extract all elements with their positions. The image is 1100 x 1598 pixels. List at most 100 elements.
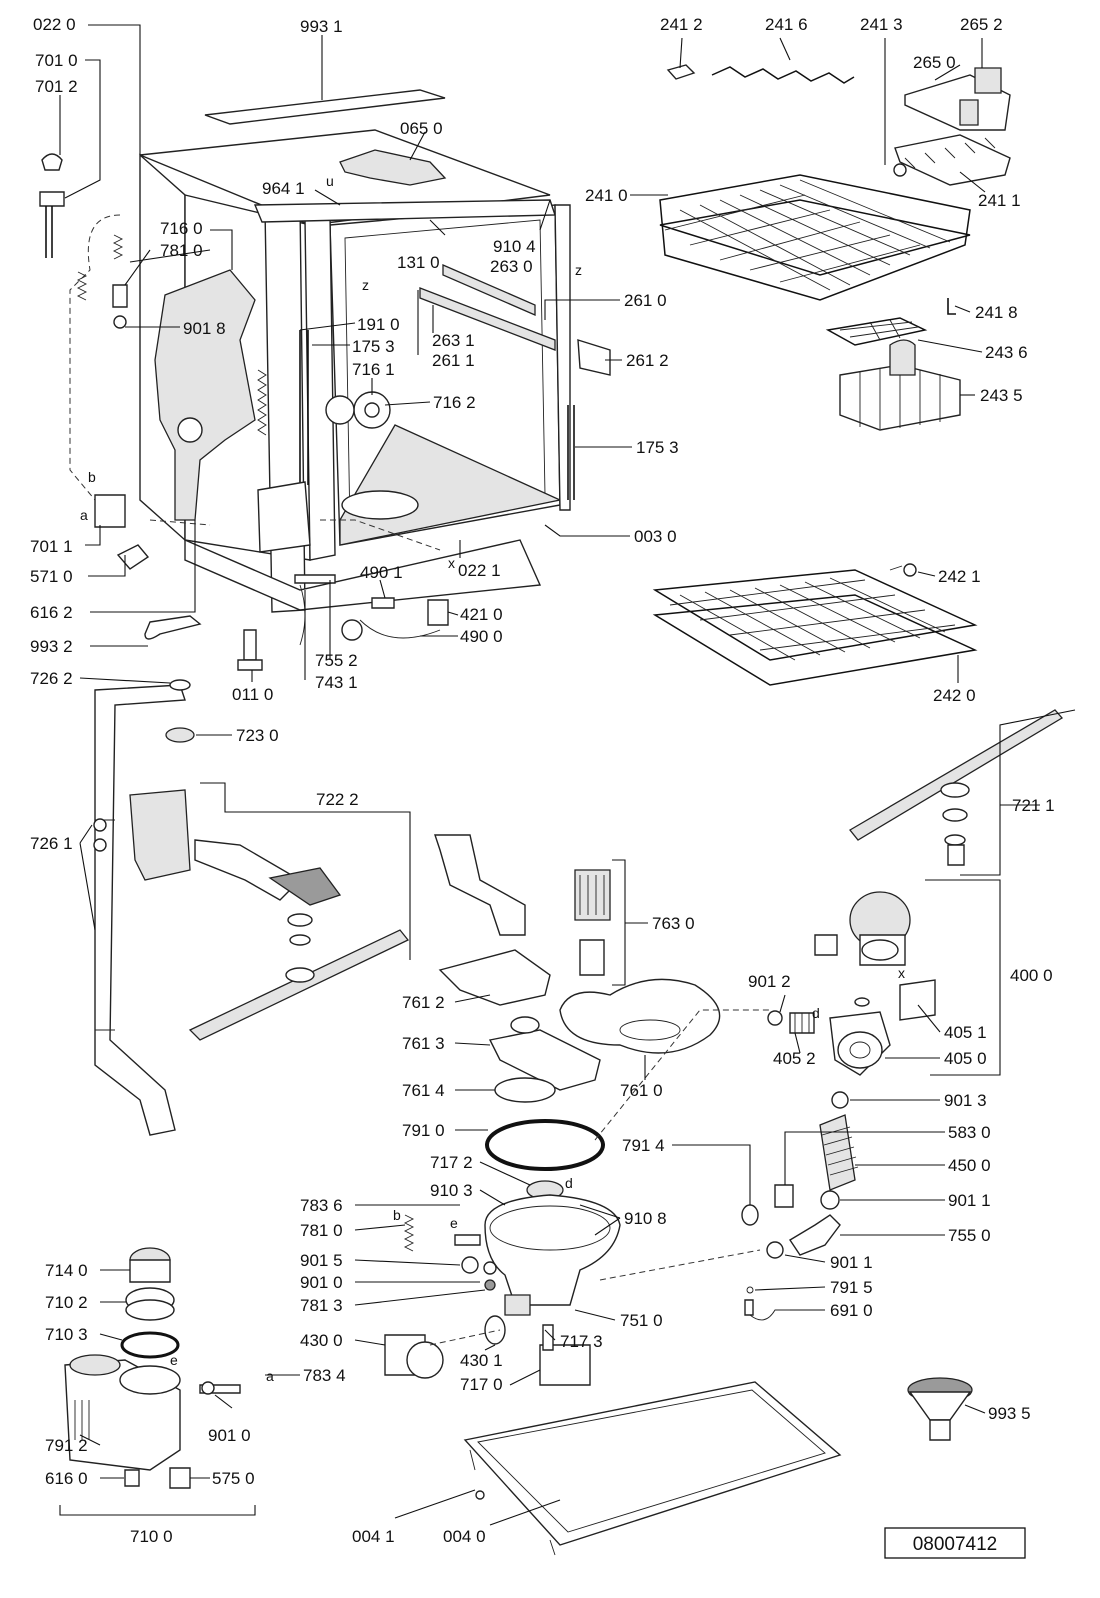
part-label: 241 0 (585, 186, 628, 205)
part-label: 011 0 (232, 685, 273, 704)
connection-letter: x (898, 965, 905, 981)
leader-lines (59, 24, 1076, 1526)
part-label: 616 2 (30, 603, 73, 622)
part-label: 571 0 (30, 567, 73, 586)
sump-group (384, 834, 770, 1386)
connection-letter: b (393, 1207, 401, 1223)
part-label: 191 0 (357, 315, 400, 334)
part-label: 714 0 (45, 1261, 88, 1280)
connection-letter: a (80, 507, 88, 523)
part-label: 242 0 (933, 686, 976, 705)
part-label: 901 0 (208, 1426, 251, 1445)
part-label: 583 0 (948, 1123, 991, 1142)
part-label: 004 0 (443, 1527, 486, 1546)
part-label: 901 3 (944, 1091, 987, 1110)
part-label: 691 0 (830, 1301, 873, 1320)
part-label: 243 5 (980, 386, 1023, 405)
part-label: 701 0 (35, 51, 78, 70)
part-label: 265 2 (960, 15, 1003, 34)
part-label: 263 0 (490, 257, 533, 276)
connection-letter: d (812, 1005, 820, 1021)
part-label: 791 2 (45, 1436, 88, 1455)
part-label: 717 2 (430, 1153, 473, 1172)
upper-rack-group (652, 64, 1011, 686)
part-label: 710 2 (45, 1293, 88, 1312)
part-label: 241 2 (660, 15, 703, 34)
part-label: 783 4 (303, 1366, 346, 1385)
part-label: 993 5 (988, 1404, 1031, 1423)
part-label: 716 2 (433, 393, 476, 412)
part-label: 701 2 (35, 77, 78, 96)
part-label: 263 1 (432, 331, 475, 350)
tub-assembly (69, 89, 611, 613)
part-label: 265 0 (913, 53, 956, 72)
connection-letter: x (448, 555, 455, 571)
part-label: 910 4 (493, 237, 536, 256)
connection-letter: d (565, 1175, 573, 1191)
part-label: 910 8 (624, 1209, 667, 1228)
part-label: 717 3 (560, 1332, 603, 1351)
part-label: 131 0 (397, 253, 440, 272)
connection-letter: z (362, 277, 369, 293)
part-label: 901 1 (830, 1253, 873, 1272)
part-label: 726 1 (30, 834, 73, 853)
connection-letter: e (450, 1215, 458, 1231)
part-label: 755 0 (948, 1226, 991, 1245)
part-label: 761 4 (402, 1081, 445, 1100)
part-label: 716 1 (352, 360, 395, 379)
part-label: 901 8 (183, 319, 226, 338)
part-label: 175 3 (352, 337, 395, 356)
connection-letter: u (326, 173, 334, 189)
part-label: 241 3 (860, 15, 903, 34)
part-label: 723 0 (236, 726, 279, 745)
part-label: 781 0 (160, 241, 203, 260)
part-label: 722 2 (316, 790, 359, 809)
part-label: 901 0 (300, 1273, 343, 1292)
connection-letter: a (266, 1368, 274, 1384)
part-label: 901 1 (948, 1191, 991, 1210)
part-label: 717 0 (460, 1375, 503, 1394)
part-label: 490 0 (460, 627, 503, 646)
part-label: 964 1 (262, 179, 305, 198)
part-label: 710 0 (130, 1527, 173, 1546)
part-label: 993 1 (300, 17, 343, 36)
connection-letters: b a u z z x x d d e e b a (80, 173, 905, 1384)
part-label: 490 1 (360, 563, 403, 582)
part-label: 004 1 (352, 1527, 395, 1546)
part-label: 400 0 (1010, 966, 1053, 985)
part-label: 575 0 (212, 1469, 255, 1488)
part-label: 761 0 (620, 1081, 663, 1100)
part-label: 751 0 (620, 1311, 663, 1330)
part-label: 791 0 (402, 1121, 445, 1140)
part-label: 763 0 (652, 914, 695, 933)
part-label: 430 1 (460, 1351, 503, 1370)
base-frame (463, 1381, 842, 1556)
part-label: 910 3 (430, 1181, 473, 1200)
reference-number: 08007412 (913, 1534, 998, 1555)
part-label: 430 0 (300, 1331, 343, 1350)
part-label: 901 5 (300, 1251, 343, 1270)
part-label: 261 0 (624, 291, 667, 310)
part-label: 405 2 (773, 1049, 816, 1068)
connection-letter: e (170, 1352, 178, 1368)
part-label: 241 1 (978, 191, 1021, 210)
part-label: 743 1 (315, 673, 358, 692)
part-label: 242 1 (938, 567, 981, 586)
connection-letter: z (575, 262, 582, 278)
softener-group (59, 1247, 256, 1516)
part-label: 781 3 (300, 1296, 343, 1315)
part-label: 755 2 (315, 651, 358, 670)
part-label: 901 2 (748, 972, 791, 991)
part-label: 726 2 (30, 669, 73, 688)
pump-group (741, 709, 1064, 1321)
part-label: 993 2 (30, 637, 73, 656)
part-label: 781 0 (300, 1221, 343, 1240)
part-label: 241 6 (765, 15, 808, 34)
part-label: 405 0 (944, 1049, 987, 1068)
part-label: 243 6 (985, 343, 1028, 362)
part-label: 616 0 (45, 1469, 88, 1488)
left-small-parts (39, 153, 449, 671)
part-label: 761 3 (402, 1034, 445, 1053)
reference-box: 08007412 (884, 1527, 1026, 1559)
